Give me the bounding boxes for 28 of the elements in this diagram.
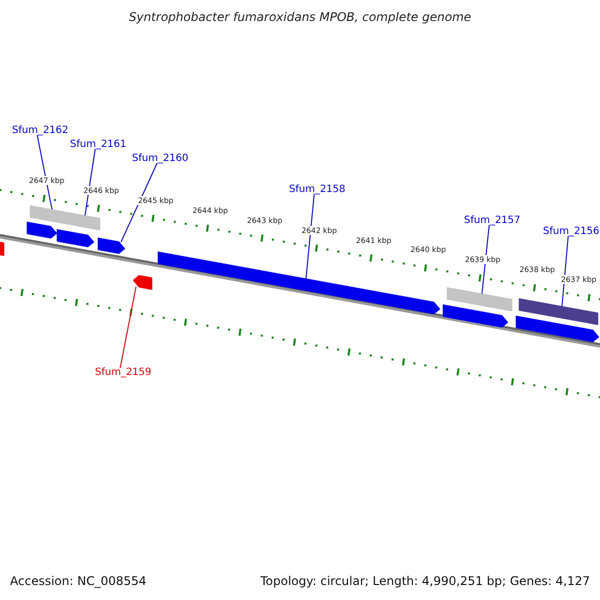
- gene-feature: [132, 275, 152, 290]
- leader-line: [84, 148, 96, 216]
- gene-label: Sfum_2156: [543, 226, 600, 237]
- gene-feature: [0, 242, 4, 256]
- gene-feature: [98, 238, 126, 254]
- gene-feature: [518, 298, 598, 326]
- gene-feature: [64, 212, 100, 230]
- gene-feature: [516, 316, 600, 342]
- leader-line: [562, 236, 569, 307]
- gene-feature: [26, 222, 58, 239]
- title: Syntrophobacter fumaroxidans MPOB, complete genome: [128, 10, 472, 24]
- footer-text: Topology: circular; Length: 4,990,251 bp; Genes: 4,127: [260, 574, 590, 588]
- leader-line: [482, 224, 490, 294]
- leader-line: [120, 162, 158, 243]
- footer-text: Accession: NC_008554: [10, 574, 146, 588]
- gene-label: Sfum_2157: [464, 215, 520, 226]
- gene-feature: [30, 205, 66, 224]
- gene-label: Sfum_2159: [95, 367, 152, 378]
- gene-feature: [56, 229, 94, 248]
- leader-line: [120, 286, 136, 368]
- leader-line: [306, 194, 315, 280]
- gene-feature: [446, 287, 512, 312]
- gene-feature: [442, 304, 508, 328]
- gene-label: Sfum_2158: [289, 184, 346, 195]
- gene-label: Sfum_2160: [132, 153, 188, 164]
- gene-label: Sfum_2161: [70, 139, 126, 150]
- gene-label: Sfum_2162: [12, 125, 68, 136]
- leader-line: [36, 134, 52, 210]
